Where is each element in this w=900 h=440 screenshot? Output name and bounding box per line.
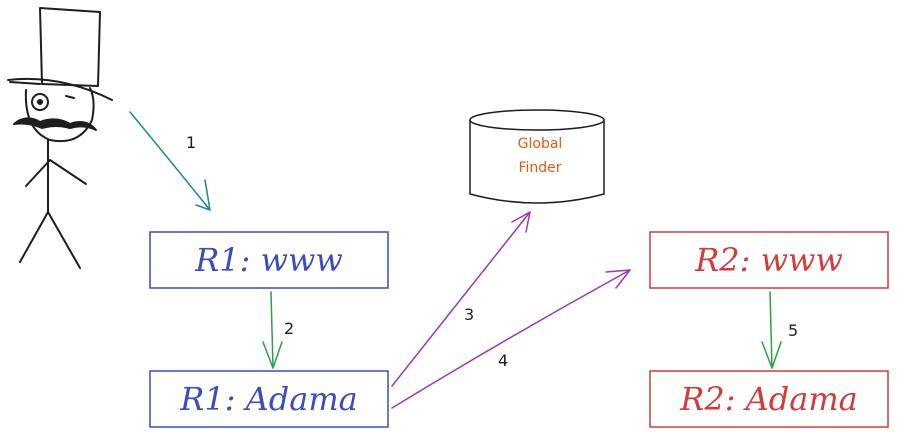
r1-www-node[interactable]: R1: www: [149, 231, 389, 289]
hat-brim-left: [9, 81, 41, 85]
monocle: [31, 93, 49, 111]
arrow-2-shaft: [270, 291, 274, 369]
arrow-2: [262, 291, 283, 369]
arrow-2-head: [262, 341, 283, 369]
r1-adama-box: [149, 370, 389, 428]
hat-brim: [7, 77, 113, 101]
arrow-3-head: [511, 211, 531, 233]
r2-www-node[interactable]: R2: www: [649, 231, 889, 289]
r1-adama-node[interactable]: R1: Adama: [149, 370, 389, 428]
leg-left: [19, 211, 49, 263]
global-finder-label-line2: Finder: [518, 160, 561, 176]
arrow-1-shaft: [129, 111, 211, 211]
eye-right: [65, 95, 75, 99]
arrow-3-shaft: [391, 211, 531, 387]
arrow-2-label: 2: [284, 319, 294, 338]
arrow-5-head: [761, 341, 782, 369]
r1-www-box: [149, 231, 389, 289]
arrow-3: [391, 211, 531, 387]
arrow-4-head: [605, 269, 631, 289]
global-finder-label-line1: Global: [518, 136, 563, 152]
arrow-5-label: 5: [788, 321, 798, 340]
global-finder-database: [469, 109, 605, 204]
arrow-1-label: 1: [186, 133, 196, 152]
arrow-5: [761, 291, 782, 369]
arm-left: [25, 159, 51, 187]
r2-adama-node[interactable]: R2: Adama: [649, 370, 889, 428]
r2-adama-label: R2: Adama: [679, 380, 858, 418]
arrow-1: [129, 111, 211, 211]
top-hat-user-icon: [7, 7, 113, 269]
r2-adama-box: [649, 370, 889, 428]
mustache: [13, 117, 97, 131]
arm-right: [49, 159, 87, 185]
leg-right: [47, 211, 81, 269]
hat-crown: [39, 7, 101, 87]
r2-www-box: [649, 231, 889, 289]
db-body: [469, 120, 605, 204]
arrow-1-head: [195, 179, 211, 211]
arrow-4-shaft: [391, 269, 631, 409]
arrow-5-shaft: [769, 291, 773, 369]
r1-adama-label: R1: Adama: [179, 380, 358, 418]
r2-www-label: R2: www: [694, 241, 843, 279]
arrow-4-label: 4: [498, 351, 508, 370]
db-top: [469, 109, 605, 131]
eye-left: [37, 99, 43, 105]
arrow-4: [391, 269, 631, 409]
arrow-3-label: 3: [464, 305, 474, 324]
r1-www-label: R1: www: [194, 241, 343, 279]
